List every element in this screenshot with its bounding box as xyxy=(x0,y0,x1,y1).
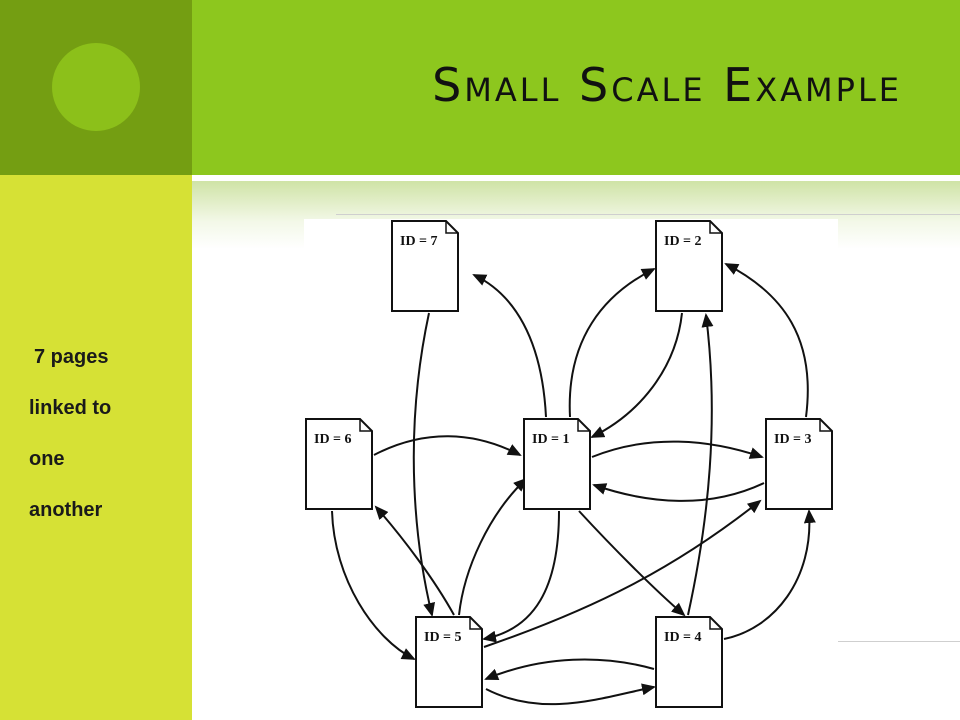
edge-1-to-7 xyxy=(472,274,547,418)
edge-3-to-2 xyxy=(724,263,809,418)
node-label: ID = 3 xyxy=(774,432,812,447)
edge-2-to-1 xyxy=(590,312,683,438)
left-sidebar xyxy=(0,175,192,720)
page-node-6: ID = 6 xyxy=(305,418,373,510)
edge-4-to-5 xyxy=(484,658,655,680)
corner-block xyxy=(0,0,192,175)
title-divider xyxy=(192,175,960,181)
bullet-line: one xyxy=(29,448,65,470)
page-node-4: ID = 4 xyxy=(655,616,723,708)
node-label: ID = 2 xyxy=(664,234,702,249)
graph-canvas: ID = 7 ID = 2 ID = 6 ID = 1 ID = 3 ID = 5 ID =… xyxy=(305,220,833,708)
edge-5-to-4 xyxy=(485,683,656,706)
document-icon xyxy=(765,418,833,510)
edge-7-to-5 xyxy=(412,312,436,617)
page-node-1: ID = 1 xyxy=(523,418,591,510)
edge-6-to-5 xyxy=(331,510,416,660)
bullet-line: linked to xyxy=(29,397,112,419)
page-fold xyxy=(709,617,722,630)
bullet-text: 7 pages linked to one another xyxy=(0,332,192,536)
page-node-2: ID = 2 xyxy=(655,220,723,312)
page-node-5: ID = 5 xyxy=(415,616,483,708)
edge-5-to-1 xyxy=(458,477,528,616)
page-fold xyxy=(577,419,590,432)
document-icon xyxy=(305,418,373,510)
page-fold xyxy=(819,419,832,432)
edge-4-to-2 xyxy=(687,313,714,616)
page-fold xyxy=(445,221,458,234)
edge-4-to-3 xyxy=(723,509,816,640)
page-node-7: ID = 7 xyxy=(391,220,459,312)
document-icon xyxy=(391,220,459,312)
edge-1-to-3 xyxy=(591,440,764,459)
document-icon xyxy=(415,616,483,708)
edge-5-to-6 xyxy=(374,505,455,616)
edge-5-to-3 xyxy=(483,499,762,648)
node-label: ID = 5 xyxy=(424,630,462,645)
page-fold xyxy=(469,617,482,630)
page-fold xyxy=(359,419,372,432)
document-icon xyxy=(523,418,591,510)
node-label: ID = 1 xyxy=(532,432,570,447)
edge-1-to-4 xyxy=(578,510,686,617)
node-label: ID = 4 xyxy=(664,630,702,645)
diagram-border xyxy=(836,641,960,642)
slide-title: Small Scale Example xyxy=(432,58,902,112)
edge-1-to-5 xyxy=(482,510,560,643)
node-label: ID = 7 xyxy=(400,234,438,249)
diagram-border xyxy=(336,214,960,215)
bullet-line: 7 pages xyxy=(34,346,109,368)
document-icon xyxy=(655,220,723,312)
edge-1-to-2 xyxy=(568,268,656,418)
page-fold xyxy=(709,221,722,234)
link-graph-diagram: ID = 7 ID = 2 ID = 6 ID = 1 ID = 3 ID = 5 ID =… xyxy=(304,219,838,720)
page-node-3: ID = 3 xyxy=(765,418,833,510)
decorative-circle xyxy=(52,43,140,131)
title-bar: Small Scale Example xyxy=(192,0,960,175)
bullet-line: another xyxy=(29,499,103,521)
node-label: ID = 6 xyxy=(314,432,352,447)
edge-3-to-1 xyxy=(592,482,765,502)
edge-6-to-1 xyxy=(373,435,522,456)
document-icon xyxy=(655,616,723,708)
